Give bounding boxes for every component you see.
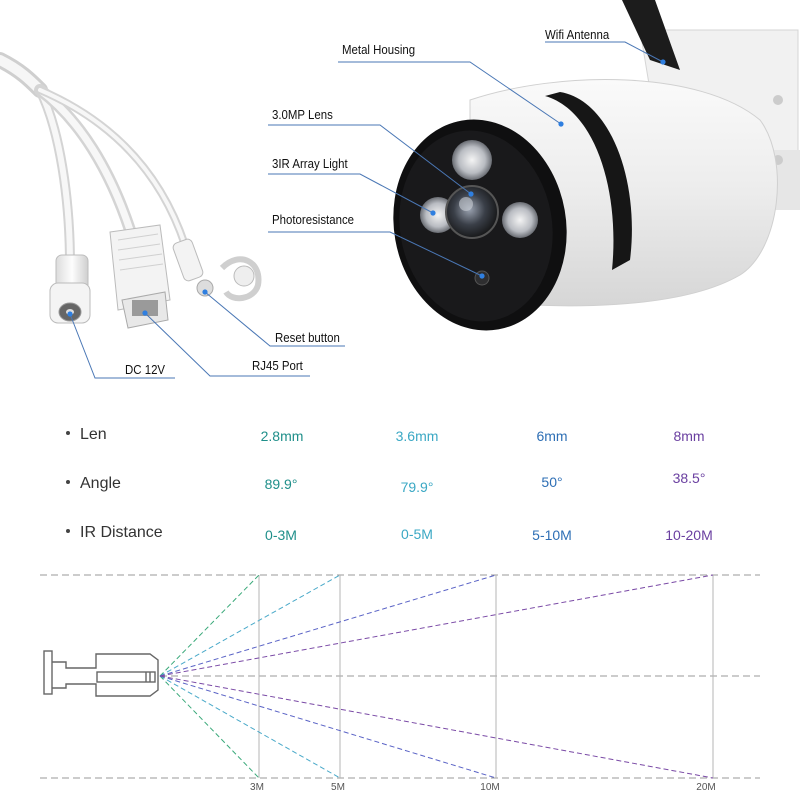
beam-line — [159, 574, 497, 677]
dc-label: DC 12V — [125, 362, 166, 377]
beam-line — [159, 574, 714, 677]
lens-label: 3.0MP Lens — [272, 107, 333, 122]
tick-label: 20M — [696, 782, 716, 793]
dc-connector — [49, 254, 91, 324]
rj45-connector — [109, 224, 171, 329]
spec-cell: 8mm — [673, 428, 705, 444]
spec-row-ir-label: IR Distance — [66, 524, 163, 542]
ir-light-label: 3IR Array Light — [272, 156, 348, 171]
cable-bundle — [0, 52, 189, 270]
callout-lines — [69, 41, 664, 379]
beam-line — [159, 574, 341, 677]
tick-label: 3M — [250, 782, 264, 793]
reset-button-label: Reset button — [275, 330, 340, 345]
tick-label: 5M — [331, 782, 345, 793]
lens — [445, 185, 499, 239]
tick-label: 10M — [480, 782, 500, 793]
spec-cell: 0-5M — [401, 526, 433, 542]
distance-lines — [258, 575, 714, 778]
beam-line — [159, 675, 714, 779]
wifi-antenna-label: Wifi Antenna — [545, 27, 610, 42]
rj45-label: RJ45 Port — [252, 358, 303, 373]
spec-cell: 3.6mm — [395, 428, 439, 444]
spec-cell: 2.8mm — [260, 428, 304, 444]
spec-cell: 5-10M — [532, 527, 572, 543]
wifi-antenna — [622, 0, 680, 70]
beam-lines — [159, 574, 714, 779]
ir-array — [420, 140, 538, 238]
beam-line — [159, 675, 497, 779]
metal-housing-label: Metal Housing — [342, 42, 416, 57]
beam-line — [159, 675, 341, 779]
camera-illustration — [0, 0, 800, 379]
spec-cell: 50° — [541, 474, 563, 490]
spec-row-angle-label: Angle — [66, 475, 121, 493]
range-frame — [40, 574, 760, 779]
spec-cell: 0-3M — [265, 527, 297, 543]
spec-cell: 38.5° — [672, 470, 706, 486]
spec-cell: 89.9° — [264, 476, 298, 492]
spec-cell: 10-20M — [665, 527, 713, 543]
spec-row-len-label: Len — [66, 426, 107, 444]
spec-cell: 79.9° — [400, 479, 434, 495]
mini-camera-icon — [43, 650, 159, 697]
photoresistance-label: Photoresistance — [272, 212, 355, 227]
callout-dots — [67, 59, 666, 317]
spec-cell: 6mm — [536, 428, 568, 444]
reset-connector — [172, 238, 262, 302]
